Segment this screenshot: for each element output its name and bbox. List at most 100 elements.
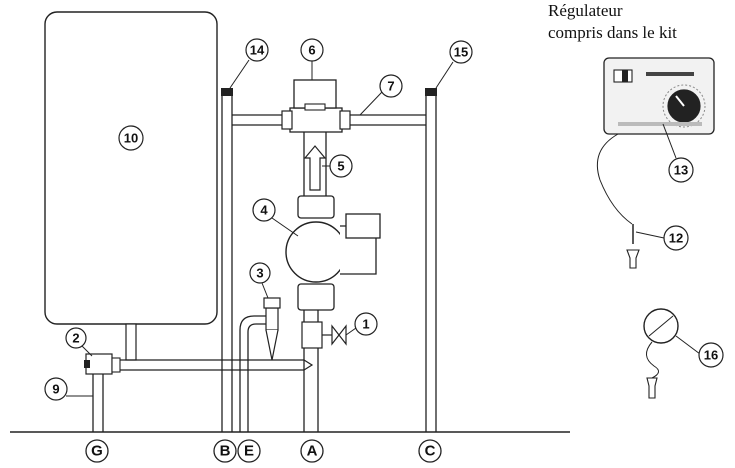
- drain-valve: [331, 324, 347, 346]
- callout-10: 10: [118, 125, 144, 151]
- callout-7: 7: [379, 74, 403, 98]
- probe-16-sensor: [646, 377, 658, 399]
- cap-14: [221, 88, 233, 96]
- regulator-switch-knob: [622, 70, 628, 82]
- callout-15-label: 15: [454, 45, 468, 60]
- leader-15: [435, 61, 454, 89]
- callout-7-label: 7: [387, 79, 394, 94]
- connection-c-label: C: [425, 443, 436, 460]
- storage-tank: [44, 11, 218, 325]
- connection-e: E: [237, 439, 261, 463]
- callout-6-circle: [300, 38, 324, 62]
- connection-e-circle: [237, 439, 261, 463]
- callout-9: 9: [44, 377, 68, 401]
- callout-2: 2: [65, 327, 87, 349]
- mixing-valve-right-nut: [339, 110, 351, 130]
- callout-12-label: 12: [669, 231, 683, 246]
- callout-15-circle: [449, 40, 473, 64]
- callout-9-label: 9: [52, 382, 59, 397]
- mixing-valve-body: [289, 107, 343, 133]
- callout-3-circle: [249, 262, 271, 284]
- pump-terminal-box: [345, 213, 381, 239]
- connection-e-label: E: [244, 443, 254, 460]
- leader-4: [271, 217, 299, 237]
- leader-13: [662, 123, 677, 159]
- callout-1-label: 1: [362, 317, 369, 332]
- callout-12-circle: [663, 225, 689, 251]
- leader-1: [345, 327, 357, 336]
- callout-14: 14: [245, 38, 269, 62]
- pump-top-union: [297, 195, 335, 219]
- tank-outlet-stub: [125, 323, 137, 361]
- connection-b-circle: [213, 439, 237, 463]
- regulator-vent: [618, 122, 702, 126]
- callout-4: 4: [252, 198, 276, 222]
- callout-12: 12: [663, 225, 689, 251]
- probe-12-sensor: [626, 249, 640, 269]
- callout-3-label: 3: [256, 266, 263, 281]
- connection-c-circle: [418, 439, 442, 463]
- regulator-led-row: [646, 72, 694, 76]
- connection-b: B: [213, 439, 237, 463]
- callout-6-label: 6: [308, 43, 315, 58]
- regulator-dial-pointer: [675, 95, 685, 107]
- callout-5-circle: [329, 154, 353, 178]
- callout-1-circle: [354, 312, 378, 336]
- pump-body: [285, 221, 347, 283]
- callout-15: 15: [449, 40, 473, 64]
- callout-16-circle: [698, 342, 724, 368]
- callout-16-label: 16: [704, 348, 718, 363]
- drain-tee: [301, 321, 323, 349]
- valve-actuator: [293, 79, 337, 109]
- leader-3: [261, 282, 269, 299]
- probe-16-cable: [646, 341, 659, 379]
- callout-10-circle: [118, 125, 144, 151]
- mixing-valve-left-nut: [281, 110, 293, 130]
- connection-b-label: B: [220, 443, 231, 460]
- actuator-neck: [304, 103, 326, 111]
- leader-lines: [66, 59, 701, 397]
- probe-16-needle: [648, 315, 674, 337]
- callout-4-label: 4: [260, 203, 268, 218]
- safety-valve-body: [265, 307, 279, 331]
- pipe-e-loop-inner: [247, 323, 268, 432]
- connection-g-label: G: [91, 443, 103, 460]
- regulator-dial-ring: [662, 84, 706, 128]
- callout-6: 6: [300, 38, 324, 62]
- return-pipe-end: [303, 359, 314, 371]
- callout-5: 5: [329, 154, 353, 178]
- safety-valve-cap: [263, 297, 281, 309]
- connection-g-circle: [85, 439, 109, 463]
- callout-3: 3: [249, 262, 271, 284]
- callout-10-label: 10: [124, 131, 138, 146]
- regulator-caption: Régulateur compris dans le kit: [548, 0, 677, 44]
- flow-arrow: [303, 145, 327, 191]
- leader-2: [81, 345, 93, 357]
- callout-2-label: 2: [72, 331, 79, 346]
- callout-13-circle: [668, 157, 694, 183]
- leader-14: [229, 59, 250, 89]
- regulator-probe-cable: [596, 133, 633, 225]
- callout-9-circle: [44, 377, 68, 401]
- leader-16: [675, 335, 701, 355]
- connection-c: C: [418, 439, 442, 463]
- valve-2-nut: [111, 357, 121, 373]
- callout-13-label: 13: [674, 163, 688, 178]
- safety-valve-drain: [265, 329, 279, 361]
- callout-2-circle: [65, 327, 87, 349]
- connection-a-circle: [300, 439, 324, 463]
- callout-4-circle: [252, 198, 276, 222]
- pipe-e-loop: [239, 315, 268, 432]
- connection-g: G: [85, 439, 109, 463]
- cap-15: [425, 88, 437, 96]
- connection-a: A: [300, 439, 324, 463]
- caption-line-2: compris dans le kit: [548, 23, 677, 42]
- leader-12: [635, 231, 665, 239]
- caption-line-1: Régulateur: [548, 1, 623, 20]
- callout-14-circle: [245, 38, 269, 62]
- pump-bottom-union: [297, 283, 335, 311]
- leader-7: [359, 91, 383, 116]
- callout-7-circle: [379, 74, 403, 98]
